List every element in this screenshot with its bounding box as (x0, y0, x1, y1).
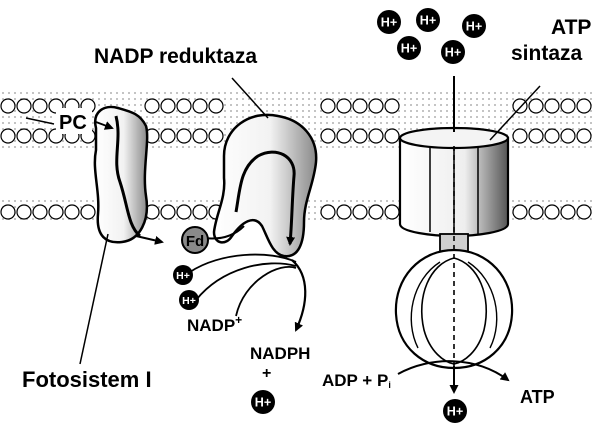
atp-synthase-label-line1: ATP (551, 16, 591, 39)
nadp-to-nadph-curve (236, 267, 296, 316)
lipid-bead (369, 129, 383, 143)
lipid-bead (529, 129, 543, 143)
atp-synthase-label-line2: sintaza (511, 42, 583, 65)
hplus-label: H+ (182, 295, 196, 307)
lipid-bead (1, 99, 15, 113)
lipid-bead (17, 99, 31, 113)
nadp-plus-label: NADP+ (187, 313, 242, 335)
lipid-bead (369, 205, 383, 219)
lipid-bead (33, 99, 47, 113)
lipid-bead (65, 205, 79, 219)
lipid-bead (353, 99, 367, 113)
lipid-bead (337, 205, 351, 219)
atp-product-label: ATP (520, 387, 555, 407)
lipid-bead (161, 129, 175, 143)
lipid-bead (161, 205, 175, 219)
lipid-bead (321, 129, 335, 143)
nadph-plus-sign: + (262, 365, 271, 382)
lipid-bead (353, 129, 367, 143)
lipid-bead (561, 205, 575, 219)
lipid-bead (193, 99, 207, 113)
hplus-label: H+ (445, 46, 461, 60)
lipid-bead (337, 99, 351, 113)
lipid-bead (545, 205, 559, 219)
lipid-bead (17, 205, 31, 219)
lipid-bead (545, 129, 559, 143)
hplus-label: H+ (420, 14, 436, 28)
lipid-bead (81, 205, 95, 219)
lipid-bead (321, 99, 335, 113)
lipid-bead (577, 129, 591, 143)
photosystem-label: Fotosistem I (22, 367, 152, 392)
lipid-bead (33, 129, 47, 143)
lipid-bead (545, 99, 559, 113)
photosystem-to-fd-arrow (136, 236, 162, 242)
lipid-bead (193, 129, 207, 143)
lipid-bead (577, 205, 591, 219)
ferredoxin: Fd (182, 227, 208, 253)
pc-label: PC (59, 112, 87, 134)
lipid-bead (385, 129, 399, 143)
photosystem-leader (80, 234, 108, 364)
lipid-bead (177, 99, 191, 113)
lipid-bead (161, 99, 175, 113)
lipid-bead (561, 99, 575, 113)
adp-label: ADP + Pi (322, 371, 391, 390)
lipid-bead (321, 205, 335, 219)
fd-label: Fd (186, 233, 204, 250)
lipid-bead (369, 99, 383, 113)
hplus-label: H+ (401, 42, 417, 56)
lipid-bead (145, 99, 159, 113)
lipid-bead (385, 205, 399, 219)
lipid-bead (529, 205, 543, 219)
lipid-bead (513, 205, 527, 219)
lipid-bead (513, 129, 527, 143)
hplus-to-nadph-curve-2 (196, 263, 296, 300)
lipid-bead (49, 205, 63, 219)
lipid-bead (337, 129, 351, 143)
hplus-label: H+ (255, 396, 271, 410)
lipid-bead (209, 129, 223, 143)
lipid-bead (529, 99, 543, 113)
lipid-bead (177, 129, 191, 143)
lipid-bead (33, 205, 47, 219)
lipid-bead (209, 99, 223, 113)
lipid-bead (561, 129, 575, 143)
lipid-bead (577, 99, 591, 113)
lipid-bead (177, 205, 191, 219)
lipid-bead (385, 99, 399, 113)
nadph-product-arrow (292, 260, 305, 330)
lipid-bead (1, 205, 15, 219)
hplus-label: H+ (447, 405, 463, 419)
lipid-bead (17, 129, 31, 143)
nadph-label: NADPH (250, 344, 310, 363)
lipid-bead (353, 205, 367, 219)
lipid-bead (1, 129, 15, 143)
hplus-label: H+ (381, 16, 397, 30)
nadp-reductase-label: NADP reduktaza (94, 45, 257, 68)
lipid-bead (193, 205, 207, 219)
lipid-bead (513, 99, 527, 113)
hplus-label: H+ (176, 270, 190, 282)
hplus-label: H+ (466, 20, 482, 34)
photosystem-i-body (95, 107, 147, 242)
